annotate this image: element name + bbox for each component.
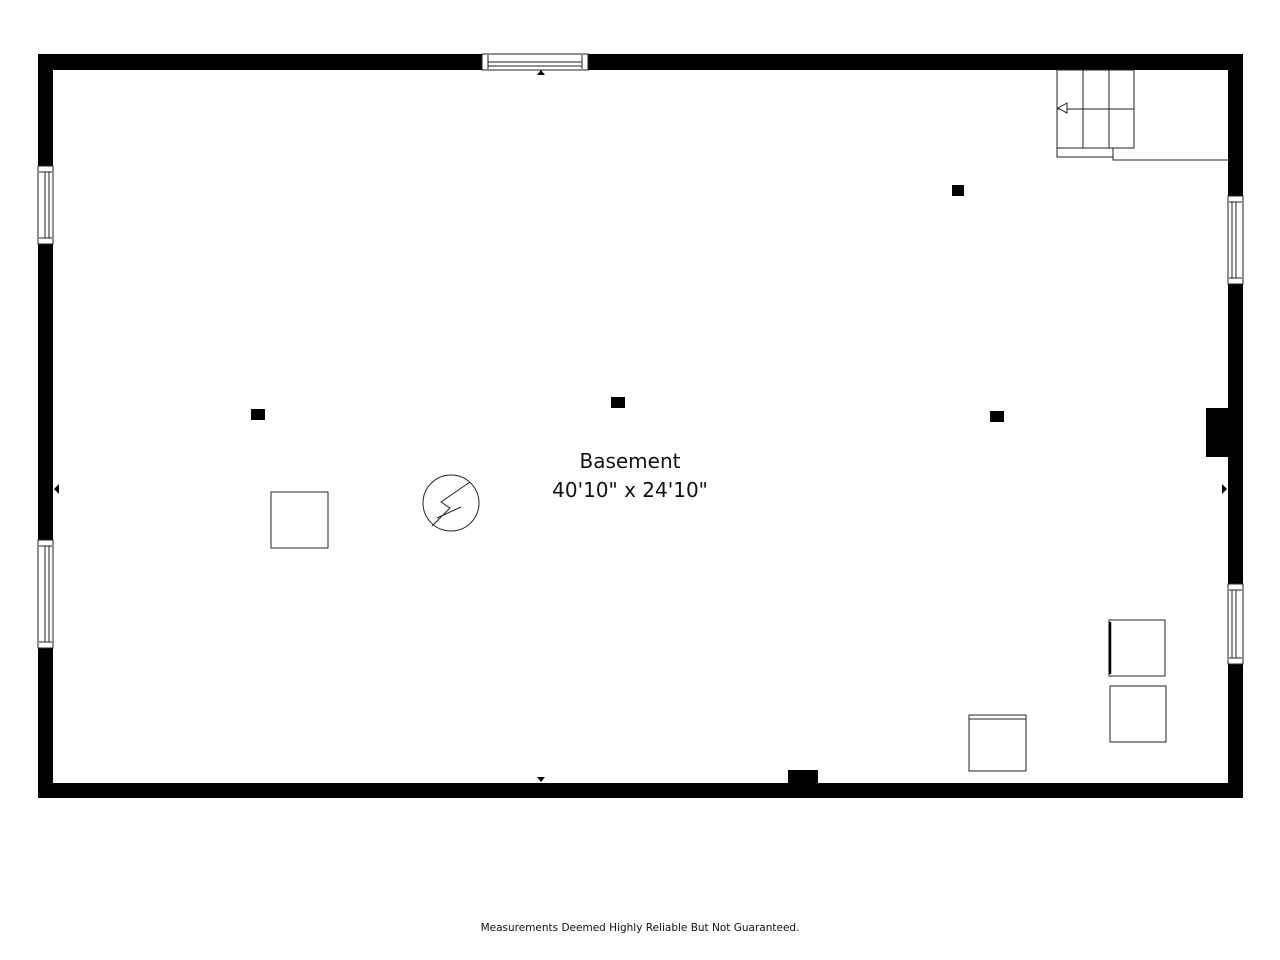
arrow-left-icon xyxy=(1056,102,1068,114)
disclaimer-text: Measurements Deemed Highly Reliable But … xyxy=(481,922,800,934)
room-dimensions: 40'10" x 24'10" xyxy=(552,478,708,502)
support-post xyxy=(251,409,265,420)
support-post xyxy=(952,185,964,196)
wall-block-bottom xyxy=(788,770,818,784)
support-post xyxy=(990,411,1004,422)
window-left-lower xyxy=(37,539,54,649)
window-right-lower xyxy=(1227,583,1244,665)
right-wall-marker xyxy=(1222,484,1227,494)
wall-block-right xyxy=(1206,408,1228,457)
window-left-upper xyxy=(37,165,54,245)
window-top-marker xyxy=(537,70,545,75)
window-right-upper xyxy=(1227,195,1244,285)
room-name: Basement xyxy=(579,449,680,473)
exterior-wall xyxy=(38,54,1243,798)
appliance-upper xyxy=(1108,619,1166,677)
left-wall-marker xyxy=(54,484,59,494)
appliance-lower xyxy=(1109,685,1167,743)
lightning-bolt-icon xyxy=(422,474,480,532)
support-post xyxy=(611,397,625,408)
appliance-bottom xyxy=(968,714,1027,772)
fixture-box xyxy=(270,491,329,549)
bottom-wall-marker xyxy=(537,777,545,782)
window-top xyxy=(481,53,589,71)
stairs xyxy=(1056,69,1228,161)
